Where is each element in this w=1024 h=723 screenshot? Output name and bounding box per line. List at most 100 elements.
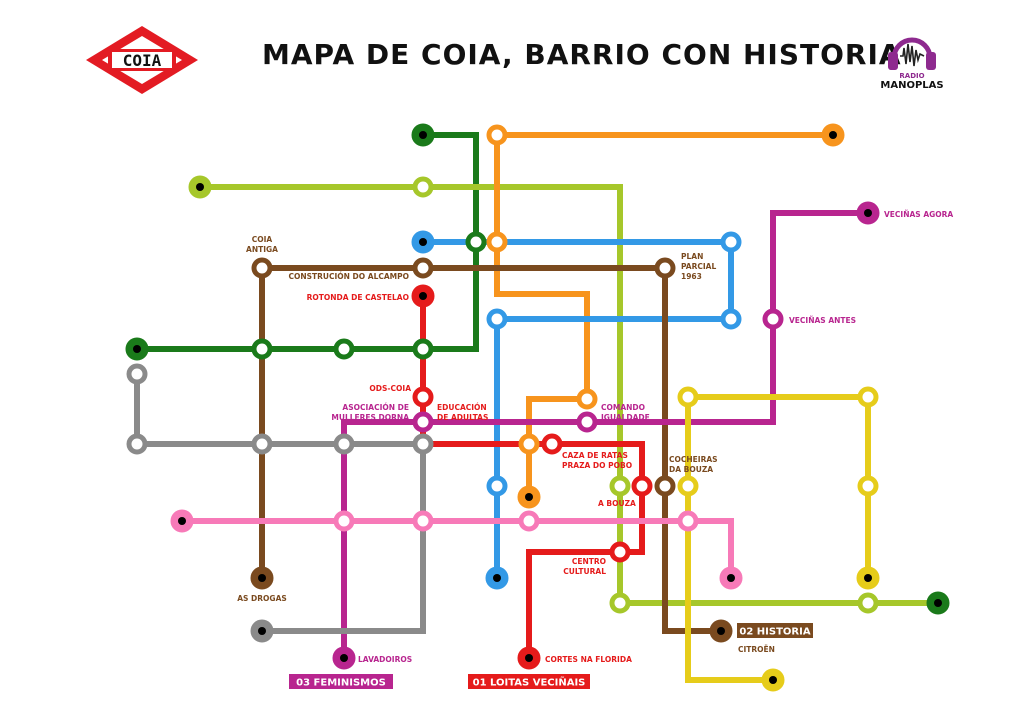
station: [857, 386, 879, 408]
tag-loitas-bg: [468, 674, 590, 689]
label-rotonda: ROTONDA DE CASTELAO: [307, 293, 409, 302]
radio-logo-line1: RADIO: [899, 72, 924, 80]
label-plan-parcial: PLAN: [681, 252, 703, 261]
station: [609, 541, 631, 563]
label-centro: CULTURAL: [563, 567, 606, 576]
station: [486, 231, 508, 253]
station: [126, 363, 148, 385]
label-centro: CENTRO: [572, 557, 606, 566]
station: [412, 176, 434, 198]
station-center-dot: [419, 292, 427, 300]
coia-logo-text: COIA: [123, 51, 162, 70]
label-vecinas-antes: VECIÑAS ANTES: [789, 316, 856, 325]
station: [762, 308, 784, 330]
tag-loitas: 01 LOITAS VECIÑAIS: [473, 676, 586, 689]
station-center-dot: [717, 627, 725, 635]
label-educacion: DE ADULTAS: [437, 413, 488, 422]
tag-historia: 02 HISTORIA: [739, 627, 810, 638]
station: [333, 338, 355, 360]
station: [541, 433, 563, 455]
station: [486, 308, 508, 330]
station: [857, 592, 879, 614]
station: [677, 510, 699, 532]
tag-feminismos: 03 FEMINISMOS: [296, 678, 386, 689]
page-title: MAPA DE COIA, BARRIO CON HISTORIA: [262, 38, 902, 71]
label-asociacion: ASOCIACIÓN DE: [342, 403, 409, 412]
station: [486, 124, 508, 146]
station: [412, 386, 434, 408]
station-center-dot: [829, 131, 837, 139]
label-plan-parcial: 1963: [681, 272, 702, 281]
station: [412, 411, 434, 433]
label-citroen: CITROËN: [738, 645, 775, 654]
station-center-dot: [419, 238, 427, 246]
station: [720, 308, 742, 330]
station-center-dot: [864, 574, 872, 582]
station: [486, 475, 508, 497]
station-center-dot: [525, 493, 533, 501]
station: [412, 338, 434, 360]
radio-manoplas-logo: RADIO MANOPLAS: [880, 37, 944, 91]
line-purple: [341, 210, 868, 658]
station-center-dot: [340, 654, 348, 662]
station-center-dot: [258, 627, 266, 635]
label-a-bouza: A BOUZA: [598, 499, 636, 508]
station-center-dot: [133, 345, 141, 353]
line-tags: 02 HISTORIA 03 FEMINISMOS 01 LOITAS VECI…: [289, 623, 813, 689]
label-asociacion: MULLERES DORNA: [331, 413, 409, 422]
tag-feminismos-bg: [289, 674, 393, 689]
station: [126, 433, 148, 455]
station: [576, 388, 598, 410]
label-caza: CAZA DE RATAS: [562, 451, 628, 460]
label-comando: IGUALDADE: [601, 413, 650, 422]
station: [654, 475, 676, 497]
station: [251, 257, 273, 279]
label-coia-antiga: COIA: [252, 235, 273, 244]
label-plan-parcial: PARCIAL: [681, 262, 716, 271]
label-educacion: EDUCACIÓN: [437, 403, 487, 412]
station-center-dot: [196, 183, 204, 191]
headphones-soundwave-icon: [888, 37, 936, 70]
station-center-dot: [769, 676, 777, 684]
label-cortes: CORTES NA FLORIDA: [545, 655, 632, 664]
station: [333, 433, 355, 455]
station: [609, 475, 631, 497]
station: [412, 257, 434, 279]
station: [857, 475, 879, 497]
label-lavadoiros: LAVADOIROS: [358, 655, 412, 664]
station-center-dot: [178, 517, 186, 525]
station: [677, 386, 699, 408]
stations: [125, 123, 950, 692]
label-coia-antiga: ANTIGA: [246, 245, 278, 254]
label-caza: PRAZA DO POBO: [562, 461, 632, 470]
label-construcion: CONSTRUCIÓN DO ALCAMPO: [288, 272, 409, 281]
line-pink: [182, 518, 734, 578]
station-center-dot: [864, 209, 872, 217]
line-lime: [200, 184, 938, 606]
station: [654, 257, 676, 279]
station: [576, 411, 598, 433]
station: [251, 338, 273, 360]
station: [720, 231, 742, 253]
station-center-dot: [419, 131, 427, 139]
station: [251, 433, 273, 455]
station-center-dot: [727, 574, 735, 582]
station: [412, 510, 434, 532]
station: [518, 433, 540, 455]
label-as-drogas: AS DROGAS: [237, 594, 287, 603]
label-cocheiras: DA BOUZA: [669, 465, 713, 474]
station-center-dot: [258, 574, 266, 582]
coia-logo: COIA: [86, 26, 198, 94]
station-center-dot: [934, 599, 942, 607]
label-ods-coia: ODS-COIA: [369, 384, 411, 393]
station: [677, 475, 699, 497]
station: [631, 475, 653, 497]
station: [333, 510, 355, 532]
station: [465, 231, 487, 253]
station-center-dot: [525, 654, 533, 662]
station: [518, 510, 540, 532]
station: [609, 592, 631, 614]
station-center-dot: [493, 574, 501, 582]
label-comando: COMANDO: [601, 403, 645, 412]
